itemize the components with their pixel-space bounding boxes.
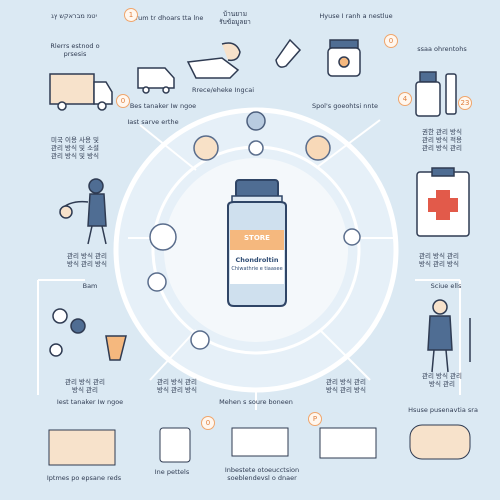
bottle-label-sub: Chiwathrie e tiaasee (231, 266, 283, 272)
right-mid-block: 권한 관리 방식 관리 방식 적용 관리 방식 관리 (421, 128, 462, 152)
connector-lines (37, 119, 461, 410)
step-badge-23: 23 (458, 96, 472, 110)
person-bending-icon (59, 178, 107, 245)
left-mid-block: 미국 이용 사용 및 관리 방식 및 소셜 관리 방식 및 방식 (50, 136, 100, 160)
left-tiny-text: Iast sarve erthe (127, 118, 179, 126)
bottle-label-title: STORE (244, 234, 270, 242)
top-mid-text: บ้านยาม รับข้อมูลยา (219, 10, 251, 26)
hand-icon (186, 42, 241, 79)
right-lower-block: 관리 방식 관리 방식 관리 방식 (418, 252, 459, 268)
top-right-text: Hyuse I ranh a nestlue (319, 12, 393, 20)
bottom-left-caption: Iest tanaker Iw ngoe (56, 398, 124, 406)
supplement-bottle (227, 179, 287, 307)
bam-label: Bam (82, 282, 98, 290)
sciue-label: Sciue ells (430, 282, 462, 290)
left-lower-block: 관리 방식 관리 방식 관리 방식 (66, 252, 107, 268)
top-mid-caption: Rrece/eheke Ingcai (191, 86, 255, 94)
top-left2-text: Hrum tr dhoars tta lne (130, 14, 204, 22)
step-badge-top-right: 0 (384, 34, 398, 48)
step-badge-1: 1 (124, 8, 138, 22)
dropper-bottle-icon (415, 71, 457, 117)
bottom-right-caption: Hsuse pusenavtia sra (408, 406, 478, 414)
clip-icon (275, 38, 302, 68)
ring-dots (147, 111, 361, 350)
bottom-tiles (48, 424, 471, 466)
footer-left-text: Iptmes po epsane reds (46, 474, 122, 482)
footer-mid-left-text: Ine pettels (154, 468, 190, 476)
bottom-mid-right-block: 관리 방식 관리 방식 관리 방식 (325, 378, 366, 394)
jar-icon (327, 39, 361, 77)
capsule-icons (49, 308, 127, 361)
person-standing-icon (427, 299, 471, 373)
step-badge-left: 0 (116, 94, 130, 108)
bottom-left-block: 관리 방식 관리 방식 관리 (64, 378, 105, 394)
step-badge-p: P (308, 412, 322, 426)
bottom-mid-left-block: 관리 방식 관리 방식 관리 방식 (156, 378, 197, 394)
bottom-mid-caption: Mehen s soure boneen (219, 398, 293, 406)
bottle-label-name: Chondroltin (235, 256, 279, 264)
top-left-text: יטמ מבראקש ץג (51, 12, 97, 20)
best-label: Bes tanaker Iw ngoe (129, 102, 197, 110)
van-icon (137, 67, 175, 94)
medical-clipboard-icon (416, 167, 470, 237)
step-badge-bottom-mid: 0 (201, 416, 215, 430)
delivery-truck-icon (49, 73, 113, 111)
step-badge-4: 4 (398, 92, 412, 106)
top-right2-text: Spol's goeohtsi nnte (311, 102, 379, 110)
bottom-right-block: 관리 방식 관리 방식 관리 (421, 372, 462, 388)
footer-mid-text: Inbestete otoeucctsion soeblendevsl o dn… (224, 466, 300, 482)
top-left-caption: Rlerrs estnod o prsesis (50, 42, 100, 58)
right-top-caption: ssaa ohrentohs (417, 45, 467, 53)
